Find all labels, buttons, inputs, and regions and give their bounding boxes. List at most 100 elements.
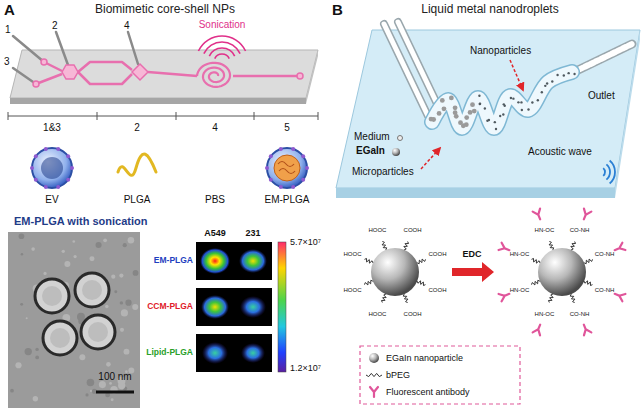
column-header: A549 [204, 228, 226, 238]
peg-chain [403, 294, 408, 302]
colorbar-min: 1.2×10⁷ [290, 363, 321, 373]
antibody [499, 243, 510, 251]
antibody [584, 325, 592, 336]
serpentine-channel [432, 72, 572, 128]
callout-label: Outlet [588, 90, 615, 102]
peg-chain [549, 242, 554, 250]
particle-dot [484, 107, 486, 109]
particle-dot [479, 103, 481, 105]
color-bar [278, 242, 286, 372]
tem-texture [124, 349, 130, 355]
tem-texture [96, 242, 102, 248]
legend-sample [369, 353, 379, 363]
antibody [615, 294, 626, 302]
inlet-tube [574, 44, 632, 72]
tem-texture [121, 309, 128, 316]
scale-bar [96, 391, 134, 394]
column-number: 4 [212, 122, 218, 134]
colorbar-max: 5.7×10⁷ [290, 237, 321, 247]
em-plga-icon [274, 155, 300, 181]
tem-texture [64, 261, 70, 267]
mixing-chamber [62, 65, 78, 79]
pink-channel [148, 72, 197, 76]
chemical-group-label: HOOC [344, 251, 362, 258]
tem-texture [19, 233, 25, 239]
legend-text: EGaIn nanoparticle [386, 353, 463, 363]
column-number: 5 [284, 122, 290, 134]
peg-chain [382, 242, 387, 250]
chemical-group-label: COOH [404, 311, 422, 318]
fluorescence-image [196, 242, 272, 280]
legend-sample [366, 353, 382, 397]
tem-texture [114, 290, 117, 293]
tem-texture [77, 313, 85, 321]
tem-particle [75, 273, 109, 307]
particle-dot [431, 117, 436, 122]
membrane-protein [56, 185, 60, 189]
tem-texture [128, 237, 135, 244]
particle-dot [442, 106, 447, 111]
inlet-number: 2 [52, 20, 58, 32]
tem-texture [62, 250, 65, 253]
tem-texture [90, 390, 92, 392]
tem-texture [26, 317, 28, 319]
pink-channel [36, 74, 62, 84]
particle-dot [499, 115, 501, 117]
callout-label: Nanoparticles [470, 45, 531, 57]
legend-box [360, 346, 520, 404]
chemical-group-label: COOH [404, 226, 422, 233]
tem-particle-core [42, 286, 62, 306]
microfluidic-chip [306, 50, 318, 104]
inlet-number: 1 [5, 24, 11, 36]
particle-dot [472, 109, 477, 114]
fluorescence-image [196, 334, 272, 372]
particle-dot [495, 128, 497, 130]
particle-dot [453, 105, 458, 110]
peg-chain [548, 294, 553, 302]
peg-chain [365, 209, 626, 336]
inlet-tube [56, 32, 68, 65]
particle-dot [503, 103, 505, 105]
acoustic-chip [336, 30, 640, 188]
particle-dot [521, 109, 523, 111]
membrane-protein [269, 154, 273, 158]
egain-nanoparticle [371, 248, 419, 296]
tem-texture [10, 233, 138, 401]
tem-texture [31, 247, 35, 251]
tem-particle [35, 273, 115, 355]
pink-channel [36, 62, 300, 84]
particle-dot [470, 102, 475, 107]
peg-chain [532, 258, 540, 263]
panel-title: Biomimetic core-shell NPs [95, 3, 235, 17]
serpentine-channel [432, 72, 572, 128]
chemical-group-label: HN-OC [510, 251, 530, 258]
microfluidic-chip [10, 50, 318, 104]
chemical-group-label: HOOC [344, 286, 362, 293]
antibody [615, 243, 626, 251]
fluorescence-signal [200, 248, 267, 364]
tem-texture [123, 243, 127, 247]
tem-particle-core [82, 280, 102, 300]
membrane-protein [66, 178, 70, 182]
tem-texture [111, 275, 115, 279]
panel-title: Liquid metal nanodroplets [421, 3, 558, 17]
particle-dot [556, 74, 558, 76]
particle-dot [437, 111, 442, 116]
fluorescence-signal [240, 296, 266, 318]
component-name: EV [45, 194, 58, 206]
tem-texture [105, 305, 108, 308]
membrane-protein [30, 166, 34, 170]
acoustic-chip [336, 30, 640, 198]
inlet-tube [13, 36, 44, 62]
membrane-protein [301, 178, 305, 182]
tem-texture [103, 238, 107, 242]
membrane-protein [291, 147, 295, 151]
egain-nanoparticle [538, 248, 586, 296]
column-header: 231 [245, 228, 260, 238]
peg-chain [570, 294, 575, 302]
mixing-chamber [33, 81, 39, 87]
legend-text: Fluorescent antibody [386, 387, 470, 397]
pink-channel [78, 62, 132, 72]
spiral-channel [197, 63, 230, 87]
membrane-protein [44, 147, 48, 151]
